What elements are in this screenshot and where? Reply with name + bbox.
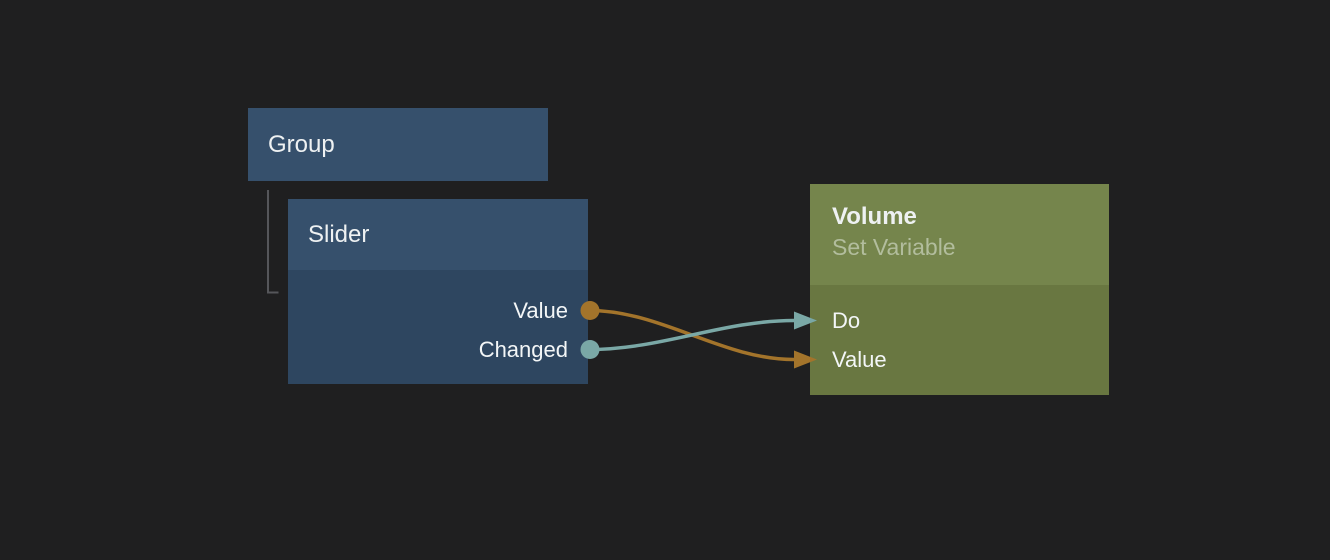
volume-node-header[interactable]: Volume Set Variable: [810, 184, 1109, 285]
port-label-do: Do: [832, 307, 861, 333]
port-volume-do-input[interactable]: Do: [810, 301, 1109, 340]
slider-node-header[interactable]: Slider: [288, 199, 588, 270]
volume-node-subtitle: Set Variable: [832, 234, 956, 260]
group-node-header[interactable]: Group: [248, 108, 548, 181]
volume-node-title: Volume: [832, 203, 917, 230]
port-slider-value-output[interactable]: Value: [288, 291, 588, 330]
port-slider-changed-output[interactable]: Changed: [288, 330, 588, 369]
wire-value-to-value[interactable]: [587, 308, 796, 362]
port-label-value: Value: [513, 297, 568, 323]
group-node-title: Group: [268, 130, 335, 158]
volume-node-body: Do Value: [810, 285, 1109, 395]
node-volume[interactable]: Volume Set Variable Do Value: [810, 184, 1109, 395]
node-group[interactable]: Group: [248, 108, 548, 181]
slider-node-title: Slider: [308, 220, 370, 248]
node-slider[interactable]: Slider Value Changed: [288, 199, 588, 384]
wire-changed-to-do[interactable]: [587, 318, 796, 352]
port-label-value-input: Value: [832, 346, 887, 372]
port-volume-value-input[interactable]: Value: [810, 340, 1109, 379]
slider-node-body: Value Changed: [288, 270, 588, 384]
group-child-hierarchy-line: [267, 190, 279, 294]
port-label-changed: Changed: [478, 336, 568, 362]
